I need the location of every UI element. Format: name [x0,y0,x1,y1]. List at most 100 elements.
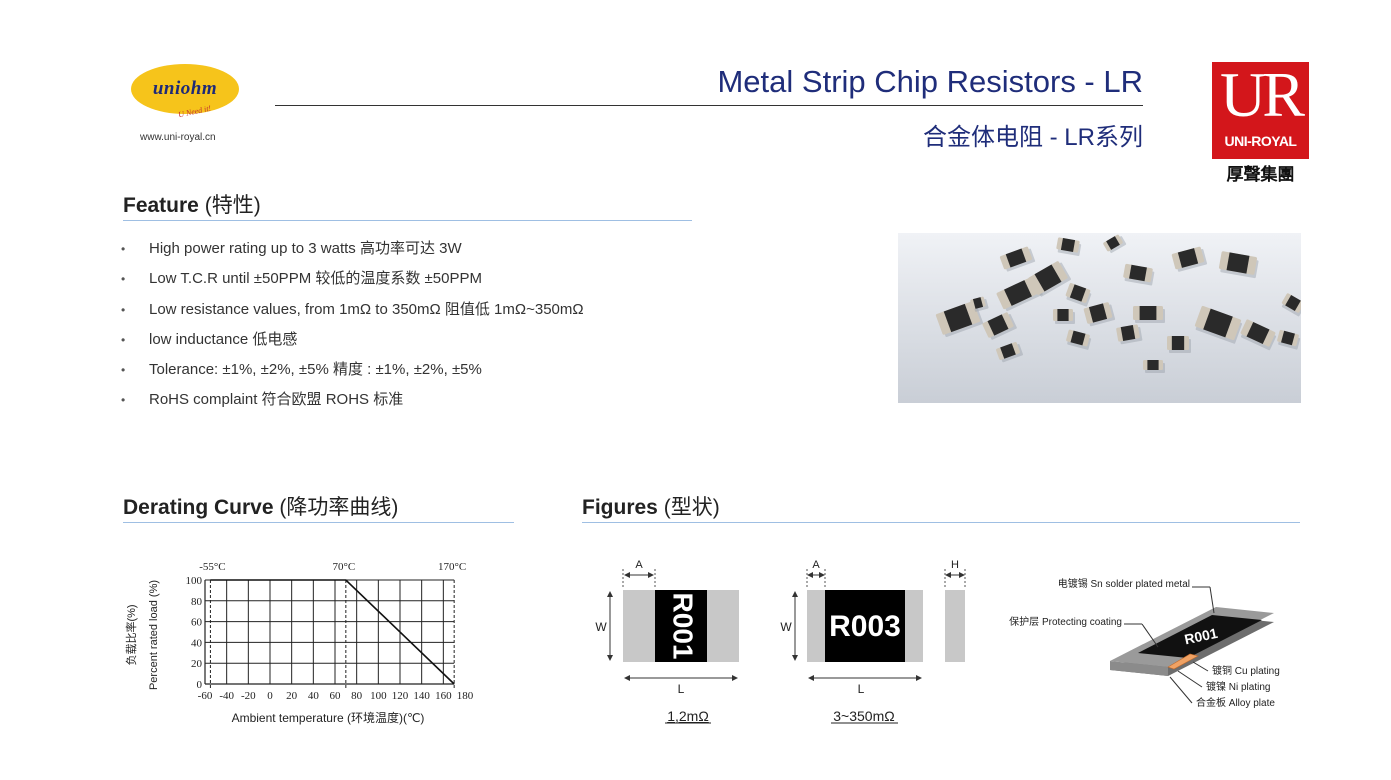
bullet: • [121,242,126,256]
y-axis-label-cn: 负载比率(%) [124,604,138,665]
feature-heading: Feature (特性) [123,189,261,219]
derating-heading: Derating Curve (降功率曲线) [123,491,398,521]
chip [1194,305,1243,344]
list-item: • High power rating up to 3 watts 高功率可达 3… [121,238,584,268]
leader [1209,586,1215,614]
fig1-marking: R001 [668,593,699,660]
chip [1277,329,1301,350]
bullet: • [121,332,126,347]
uniroyal-logo-letters: UR [1220,59,1305,130]
chip [935,301,984,338]
layer-base-front [1110,661,1168,676]
marker-label: -55°C [199,561,225,573]
fig1-dim-w: W [595,620,607,634]
list-item: •low inductance 低电感 [121,329,584,359]
chip [1240,319,1277,351]
chip [1167,336,1191,353]
fig2-marking: R003 [829,610,901,643]
marker-label: 170°C [438,561,466,573]
marker-label: 70°C [332,561,355,573]
feature-text: Low T.C.R until ±50PPM 较低的温度系数 ±50PPM [149,270,482,288]
figures-heading-cn: (型状) [663,496,720,519]
chip [1028,261,1072,297]
feature-rule [123,220,692,221]
chip [970,296,989,312]
bullet: • [121,363,126,378]
feature-text: Low resistance values, from 1mΩ to 350mΩ… [149,300,584,318]
chip [1083,302,1116,327]
figures-rule [582,522,1300,523]
feature-heading-en: Feature [123,194,199,217]
x-axis-label: Ambient temperature (环境温度)(℃) [232,710,425,725]
list-item: •Low resistance values, from 1mΩ to 350m… [121,299,584,329]
x-tick-label: 60 [330,690,342,702]
uniroyal-logo-cn: 厚聲集團 [1226,165,1295,185]
layer-label-ni: 镀镍 Ni plating [1206,680,1270,693]
chip [1143,360,1165,373]
bullet: • [121,393,126,408]
list-item: •RoHS complaint 符合欧盟 ROHS 标准 [121,389,584,419]
leader [1169,676,1193,704]
figures-drawing: R001 A W L 1,2mΩ R003 A W L 3~350mΩ H [595,559,1280,724]
fig2-caption: 3~350mΩ [833,708,894,724]
website-url: www.uni-royal.cn [140,132,216,143]
figures-heading: Figures (型状) [582,491,720,521]
fig2-marking-area [825,590,905,662]
y-axis-label: Percent rated load (%) [148,580,160,690]
bullet: • [121,272,126,287]
layer-marking: R001 [1183,625,1219,648]
chip [1056,237,1082,256]
x-tick-label: 100 [370,690,387,702]
layer-cu-plating [1167,653,1199,670]
list-item: • Tolerance: ±1%, ±2%, ±5% 精度 : ±1%, ±2%,… [121,359,584,389]
layer-protecting-coating [1138,615,1262,658]
x-tick-label: 140 [413,690,430,702]
page-title: Metal Strip Chip Resistors - LR [717,64,1143,99]
feature-text: Tolerance: ±1%, ±2%, ±5% 精度 : ±1%, ±2%, … [149,361,482,379]
chip [982,312,1017,340]
chip [1066,329,1092,350]
fig1-dim-l: L [678,682,685,696]
x-tick-label: 180 [457,690,474,702]
fig2-dim-w: W [780,620,792,634]
derating-heading-cn: (降功率曲线) [279,496,399,519]
feature-list: • High power rating up to 3 watts 高功率可达 3… [121,238,584,420]
feature-heading-cn: (特性) [204,194,261,217]
list-item: • Low T.C.R until ±50PPM 较低的温度系数 ±50PPM [121,268,584,298]
chip [999,246,1036,272]
chip [1053,309,1075,324]
title-divider [275,105,1143,106]
fig2-dim-a: A [812,559,820,571]
x-tick-label: -60 [198,690,213,702]
feature-text: High power rating up to 3 watts 高功率可达 3W [149,240,462,257]
layer-label-alloy: 合金板 Alloy plate [1196,696,1275,709]
side-body [945,590,965,662]
y-tick-label: 80 [191,596,203,608]
page-subtitle: 合金体电阻 - LR系列 [922,124,1143,151]
x-tick-label: 20 [286,690,298,702]
figure-1-resistor: R001 A W L 1,2mΩ [595,559,739,724]
fig1-caption: 1,2mΩ [667,708,709,724]
uniohm-logo: uniohm [131,64,239,114]
figure-2-resistor: R003 A W L 3~350mΩ [780,559,923,724]
side-view: H [944,559,966,662]
chip [996,342,1024,363]
leader [1177,670,1203,688]
chip [1171,246,1208,272]
x-tick-label: 80 [351,690,363,702]
layer-diagram: R001 电镀锡 Sn solder plated metal 保护层 Prot… [1009,577,1280,709]
leader [1141,623,1159,648]
chip [1281,293,1301,317]
y-tick-label: 40 [191,637,203,649]
side-dim-h: H [951,559,959,571]
figures-heading-en: Figures [582,496,658,519]
chip [1103,234,1127,254]
fig1-marking-area [655,590,707,662]
product-photo [898,233,1301,403]
layer-label-cu: 镀铜 Cu plating [1212,664,1280,677]
layer-label-protect: 保护层 Protecting coating [1009,615,1122,628]
y-tick-label: 100 [186,575,203,587]
derating-series-line [210,579,455,685]
chip [1116,324,1143,345]
